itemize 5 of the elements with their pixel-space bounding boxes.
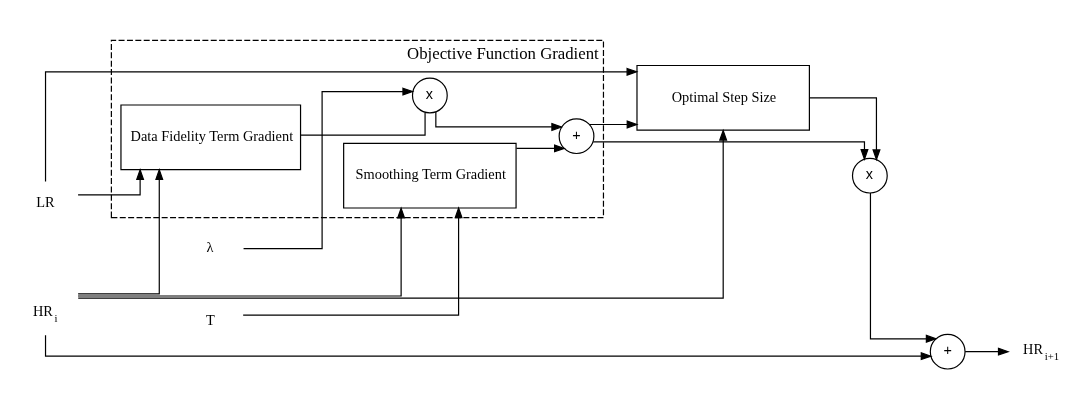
- node-text: LR: [36, 193, 55, 210]
- node-text: HR$_{i+1}$: [1023, 341, 1060, 363]
- node-text: λ: [206, 239, 214, 256]
- node-text: HR$_{i}$: [32, 302, 58, 324]
- node-text: T: [205, 312, 215, 329]
